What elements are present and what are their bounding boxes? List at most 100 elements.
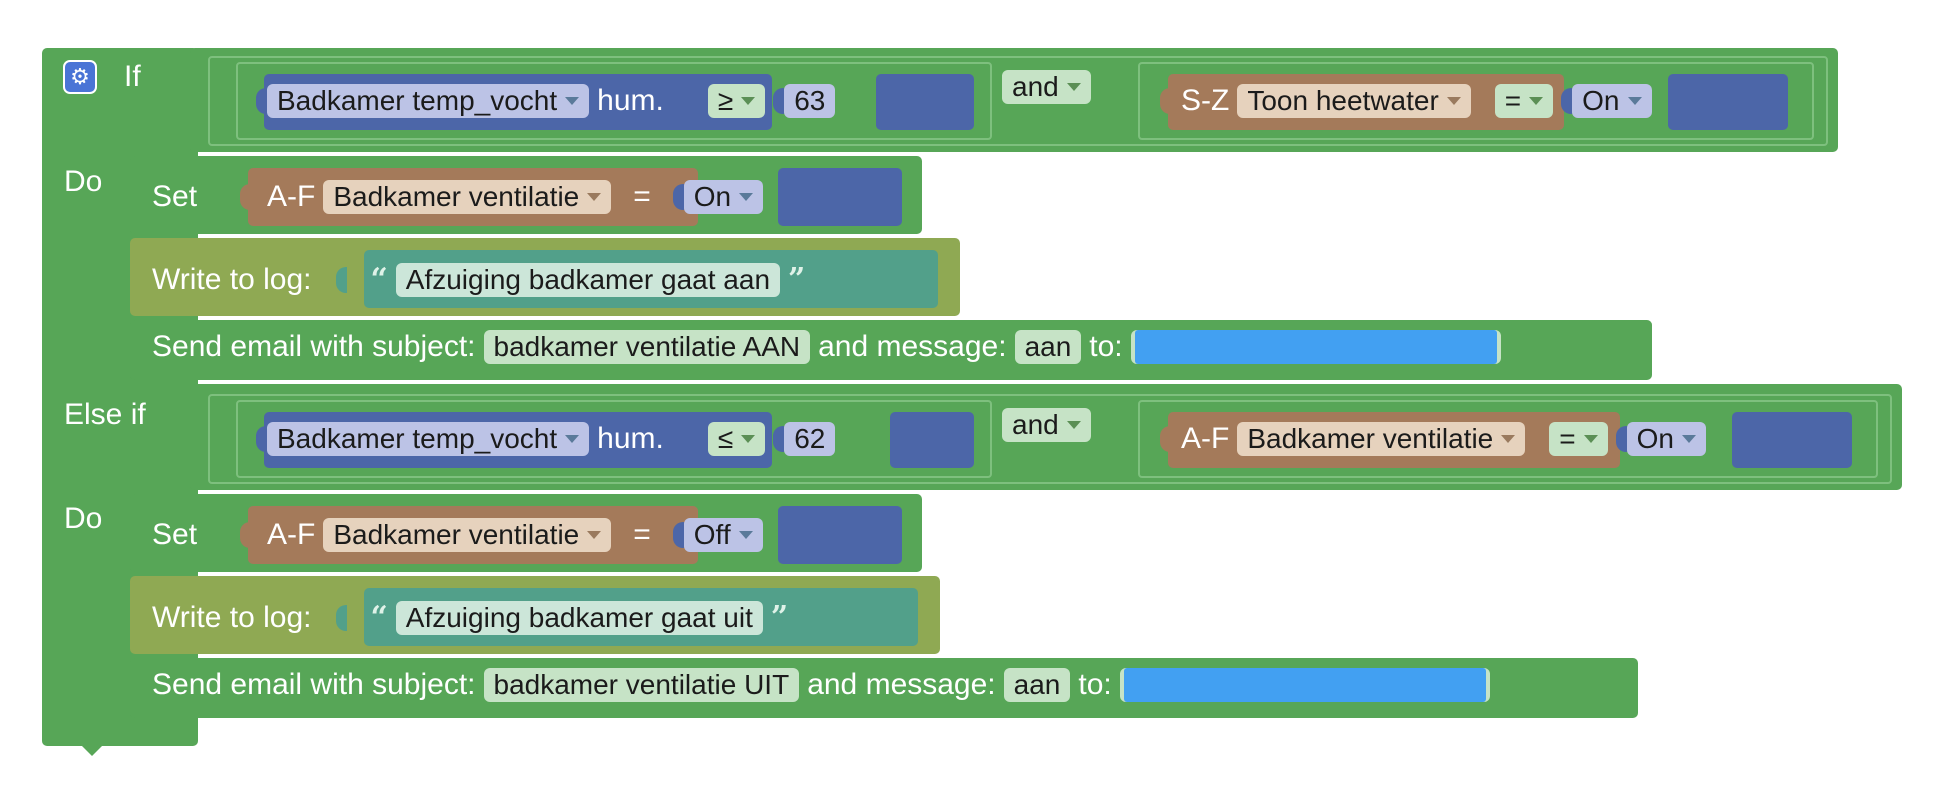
- state-block-2[interactable]: [1732, 412, 1852, 468]
- device-dropdown-2[interactable]: Toon heetwater: [1237, 84, 1471, 118]
- email-label: Send email with subject:: [152, 668, 476, 701]
- plug-icon: [335, 266, 347, 293]
- log-row-2: Write to log: “ Afzuiging badkamer gaat …: [152, 600, 788, 635]
- category-label: A-F: [267, 180, 316, 213]
- message-label: and message:: [818, 330, 1007, 363]
- email-row-1: Send email with subject: badkamer ventil…: [152, 330, 1501, 364]
- if-label: If: [124, 60, 141, 93]
- state-dropdown[interactable]: On: [1572, 84, 1652, 118]
- equals-dropdown[interactable]: =: [1549, 422, 1608, 456]
- and-operator: and: [1002, 70, 1091, 104]
- equals-dropdown[interactable]: =: [1494, 84, 1554, 118]
- device-dropdown-2[interactable]: Badkamer ventilatie: [1237, 422, 1526, 456]
- and-dropdown[interactable]: and: [1002, 408, 1091, 442]
- open-quote-icon: “: [370, 262, 388, 297]
- and-label: and: [1012, 71, 1059, 102]
- settings-gear-icon[interactable]: ⚙: [63, 60, 97, 94]
- chevron-down-icon: [1627, 97, 1642, 105]
- value-dropdown[interactable]: Off: [683, 518, 763, 552]
- plug-icon: [240, 522, 251, 548]
- set-value-block-1[interactable]: [778, 168, 902, 226]
- chevron-down-icon: [738, 531, 753, 539]
- operator-dropdown[interactable]: ≥: [707, 84, 766, 118]
- chevron-down-icon: [587, 531, 602, 539]
- plug-icon: [256, 88, 267, 114]
- do-label-2: Do: [64, 502, 103, 535]
- do-label-1: Do: [64, 165, 103, 198]
- close-quote-icon: ”: [770, 600, 789, 635]
- close-quote-icon: ”: [788, 262, 806, 297]
- number-field[interactable]: 62: [784, 422, 836, 456]
- chevron-down-icon: [1501, 435, 1516, 443]
- plug-icon: [335, 604, 347, 631]
- operator: ≥: [717, 85, 734, 116]
- open-quote-icon: “: [370, 600, 388, 635]
- plug-icon: [240, 184, 251, 210]
- plug-icon: [1615, 426, 1627, 452]
- plug-icon: [773, 426, 785, 452]
- chevron-down-icon: [741, 97, 756, 105]
- log-row-1: Write to log: “ Afzuiging badkamer gaat …: [152, 262, 805, 297]
- email-label: Send email with subject:: [152, 330, 476, 363]
- value-block-1[interactable]: [876, 74, 974, 130]
- device-dropdown[interactable]: Badkamer ventilatie: [323, 518, 612, 552]
- redacted-recipient: [1134, 330, 1497, 364]
- log-text-field[interactable]: Afzuiging badkamer gaat aan: [395, 262, 781, 297]
- plug-icon: [1160, 426, 1171, 452]
- chevron-down-icon: [1583, 435, 1598, 443]
- state-value: On: [1636, 423, 1674, 454]
- set-value-block-2[interactable]: [778, 506, 902, 564]
- and-dropdown[interactable]: and: [1002, 70, 1091, 104]
- state-block-1[interactable]: [1668, 74, 1788, 130]
- plug-icon: [773, 88, 785, 114]
- if-condition-row-2: S-Z Toon heetwater = On: [1160, 84, 1652, 118]
- else-if-label: Else if: [64, 398, 146, 431]
- subject-field[interactable]: badkamer ventilatie UIT: [483, 668, 800, 702]
- recipient-field[interactable]: [1119, 668, 1490, 702]
- device-dropdown[interactable]: Badkamer temp_vocht: [267, 84, 590, 118]
- device-dropdown[interactable]: Badkamer ventilatie: [323, 180, 612, 214]
- category-label: A-F: [267, 518, 316, 551]
- log-label: Write to log:: [152, 262, 312, 296]
- chevron-down-icon: [739, 193, 754, 201]
- chevron-down-icon: [1066, 83, 1081, 91]
- chevron-down-icon: [741, 435, 756, 443]
- email-row-2: Send email with subject: badkamer ventil…: [152, 668, 1490, 702]
- operator: ≤: [717, 423, 734, 454]
- number-field[interactable]: 63: [784, 84, 836, 118]
- set-row-2: Set A-F Badkamer ventilatie = Off: [152, 518, 763, 552]
- state-dropdown[interactable]: On: [1626, 422, 1706, 456]
- device-name: Badkamer ventilatie: [1247, 423, 1494, 454]
- value: On: [693, 181, 732, 212]
- property-label: hum.: [597, 84, 664, 117]
- value-block-2[interactable]: [890, 412, 974, 468]
- set-label: Set: [152, 518, 198, 551]
- plug-icon: [256, 426, 267, 452]
- equals: =: [1504, 85, 1522, 116]
- plug-icon: [1561, 88, 1573, 114]
- recipient-field[interactable]: [1130, 330, 1501, 364]
- if-condition-row: Badkamer temp_vocht hum. ≥ 63: [256, 84, 836, 118]
- chevron-down-icon: [1446, 97, 1461, 105]
- device-name: Badkamer temp_vocht: [277, 423, 558, 454]
- chevron-down-icon: [1681, 435, 1696, 443]
- device-name: Badkamer temp_vocht: [277, 85, 558, 116]
- log-label: Write to log:: [152, 600, 312, 634]
- device-dropdown[interactable]: Badkamer temp_vocht: [267, 422, 590, 456]
- block-bottom-notch: [80, 744, 104, 756]
- value-dropdown[interactable]: On: [683, 180, 764, 214]
- log-text-field[interactable]: Afzuiging badkamer gaat uit: [395, 600, 763, 635]
- chevron-down-icon: [1066, 421, 1081, 429]
- equals: =: [1559, 423, 1576, 454]
- subject-field[interactable]: badkamer ventilatie AAN: [483, 330, 811, 364]
- category-label: A-F: [1181, 422, 1230, 455]
- operator-dropdown[interactable]: ≤: [707, 422, 766, 456]
- category-label: S-Z: [1181, 84, 1230, 117]
- and-operator-2: and: [1002, 408, 1091, 442]
- device-name: Badkamer ventilatie: [333, 519, 580, 550]
- to-label: to:: [1089, 330, 1123, 363]
- to-label: to:: [1078, 668, 1112, 701]
- message-field[interactable]: aan: [1014, 330, 1082, 364]
- chevron-down-icon: [565, 97, 580, 105]
- message-field[interactable]: aan: [1003, 668, 1071, 702]
